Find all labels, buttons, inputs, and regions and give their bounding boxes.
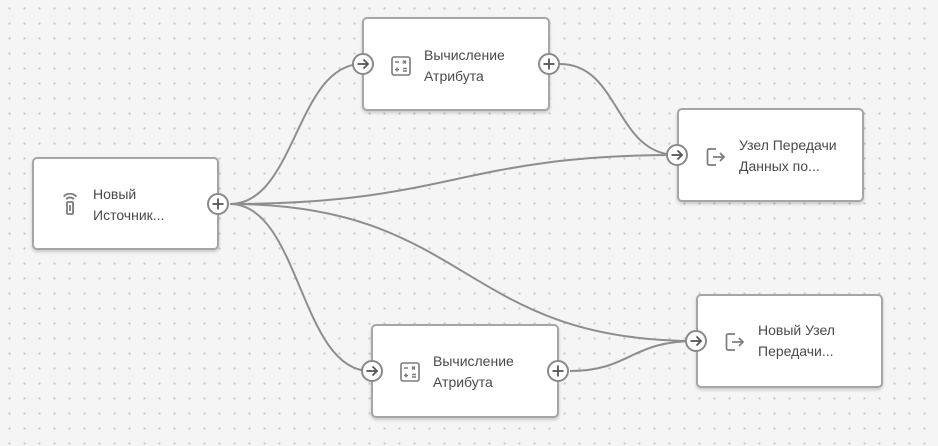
calc-top-input-port[interactable]	[352, 53, 374, 75]
calculator-icon	[389, 54, 413, 78]
output-top-node-label-line2: Данных по...	[739, 158, 820, 174]
output-bottom-node[interactable]: Новый Узел Передачи...	[696, 294, 883, 388]
arrow-right-icon	[357, 58, 370, 70]
arrow-right-icon	[671, 149, 684, 161]
calc-top-node[interactable]: Вычисление Атрибута	[362, 17, 550, 111]
calc-top-output-port[interactable]	[538, 53, 560, 75]
export-icon	[723, 330, 747, 354]
output-bottom-node-label-line2: Передачи...	[758, 343, 834, 359]
calc-top-node-label-line1: Вычисление	[424, 47, 505, 63]
calc-bottom-node-label: Вычисление Атрибута	[433, 351, 514, 393]
output-bottom-input-port[interactable]	[685, 330, 707, 352]
calc-bottom-input-port[interactable]	[361, 360, 383, 382]
calc-bottom-node[interactable]: Вычисление Атрибута	[371, 324, 559, 418]
edge-calc-bottom-to-output-bottom[interactable]	[569, 340, 697, 372]
source-node-label-line2: Источник...	[93, 207, 165, 223]
plus-icon	[552, 365, 564, 377]
calculator-icon	[398, 360, 422, 384]
calc-bottom-node-label-line1: Вычисление	[433, 353, 514, 369]
plus-icon	[212, 198, 224, 210]
arrow-right-icon	[366, 365, 379, 377]
radio-tower-icon	[58, 192, 82, 216]
source-output-port[interactable]	[207, 193, 229, 215]
output-bottom-node-label-line1: Новый Узел	[758, 322, 835, 338]
calc-bottom-output-port[interactable]	[547, 360, 569, 382]
edge-source-to-output-top[interactable]	[229, 154, 678, 205]
edge-source-to-calc-top[interactable]	[229, 63, 363, 205]
source-node-label-line1: Новый	[93, 186, 137, 202]
output-bottom-node-label: Новый Узел Передачи...	[758, 320, 835, 362]
edge-source-to-output-bottom[interactable]	[229, 203, 697, 342]
output-top-node-label-line1: Узел Передачи	[739, 137, 837, 153]
calc-top-node-label-line2: Атрибута	[424, 68, 484, 84]
calc-bottom-node-label-line2: Атрибута	[433, 374, 493, 390]
output-top-input-port[interactable]	[666, 144, 688, 166]
edge-source-to-calc-bottom[interactable]	[229, 203, 371, 372]
plus-icon	[543, 58, 555, 70]
arrow-right-icon	[690, 335, 703, 347]
output-top-node-label: Узел Передачи Данных по...	[739, 135, 837, 177]
export-icon	[704, 145, 728, 169]
edge-calc-top-to-output-top[interactable]	[559, 63, 678, 156]
source-node[interactable]: Новый Источник...	[32, 157, 219, 250]
source-node-label: Новый Источник...	[93, 184, 164, 226]
output-top-node[interactable]: Узел Передачи Данных по...	[677, 108, 864, 202]
calc-top-node-label: Вычисление Атрибута	[424, 45, 505, 87]
